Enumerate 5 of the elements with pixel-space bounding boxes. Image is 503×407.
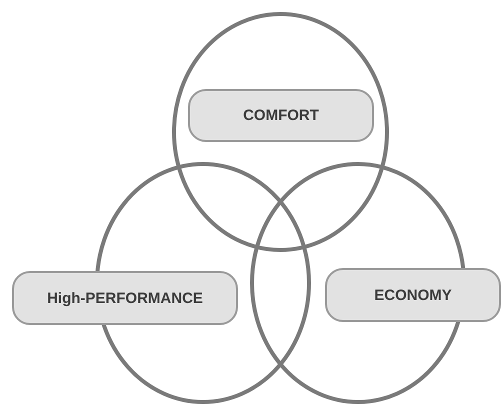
venn-circle bbox=[172, 12, 389, 252]
category-label: COMFORT bbox=[188, 89, 374, 142]
category-label: ECONOMY bbox=[325, 268, 501, 322]
category-label: High-PERFORMANCE bbox=[12, 271, 238, 325]
venn-circle bbox=[250, 162, 466, 404]
